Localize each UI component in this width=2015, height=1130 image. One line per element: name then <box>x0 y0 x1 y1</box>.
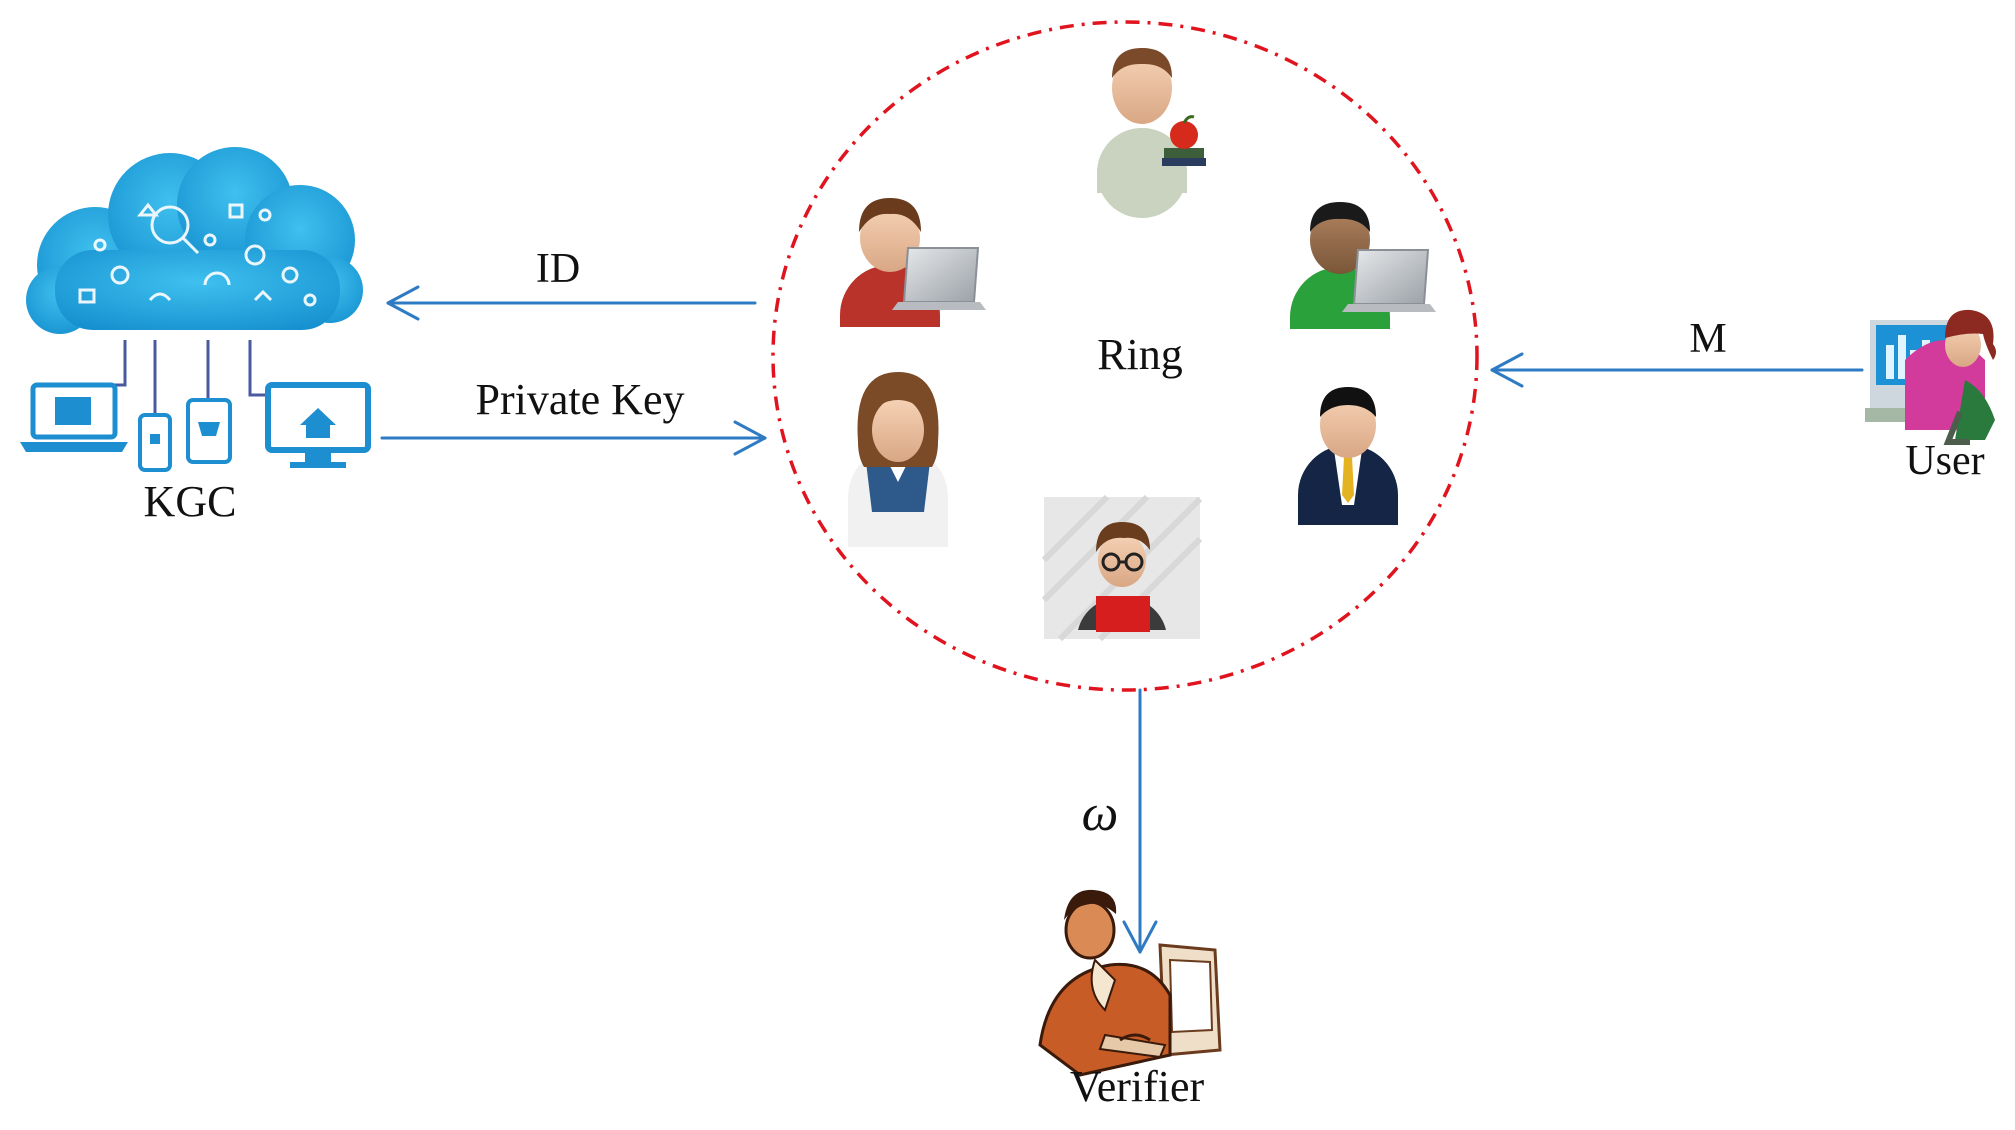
verifier-computer-icon <box>1038 889 1222 1077</box>
id-label: ID <box>535 246 581 292</box>
ring-member-nerd-icon <box>1041 494 1203 642</box>
ring-boundary <box>771 20 1479 692</box>
user-computer-icon <box>1865 309 1996 445</box>
verifier-label: Verifier <box>1069 1062 1205 1111</box>
user-label: User <box>1905 438 1985 484</box>
message-arrow <box>1490 352 1864 388</box>
signature-arrow <box>1122 688 1158 954</box>
private-key-label: Private Key <box>475 375 685 424</box>
ring-member-laptop-green-icon <box>1290 202 1436 329</box>
ring-member-businessman-icon <box>1298 387 1398 525</box>
kgc-label: KGC <box>143 477 237 526</box>
kgc-cloud-icon <box>20 147 371 472</box>
ring-member-laptop-red-icon <box>840 198 986 327</box>
monitor-device-icon <box>265 382 371 468</box>
private-key-arrow <box>380 420 767 456</box>
tablet-device-icon <box>186 398 232 464</box>
message-label: M <box>1689 316 1727 362</box>
omega-label: ω <box>1081 785 1119 842</box>
ring-member-woman-icon <box>848 372 948 547</box>
ring-member-apple-icon <box>1097 48 1206 218</box>
phone-device-icon <box>138 413 172 472</box>
laptop-device-icon <box>20 382 128 452</box>
ring-label: Ring <box>1097 330 1183 379</box>
id-arrow <box>386 285 757 321</box>
